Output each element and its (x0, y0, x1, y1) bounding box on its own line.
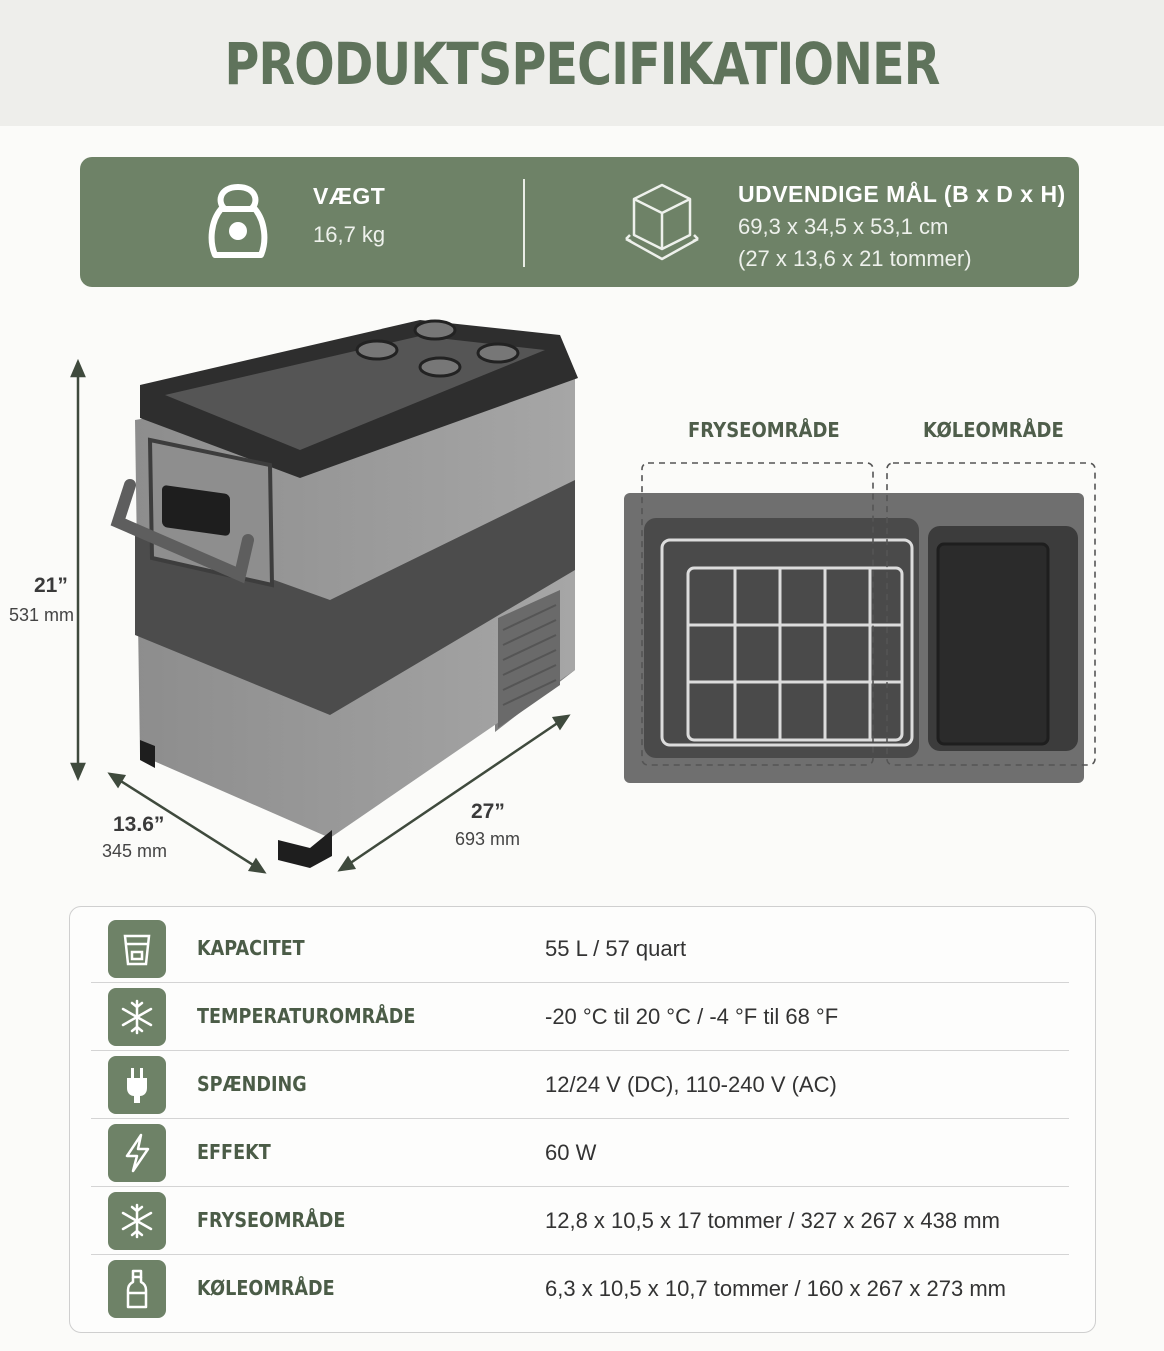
spec-value: -20 °C til 20 °C / -4 °F til 68 °F (545, 1004, 839, 1029)
weight-label: VÆGT (313, 183, 386, 209)
width-mm: 693 mm (455, 829, 521, 849)
spec-label: EFFEKT (197, 1140, 271, 1164)
page-title: PRODUKTSPECIFIKATIONER (224, 30, 940, 98)
table-row: SPÆNDING 12/24 V (DC), 110-240 V (AC) (91, 1051, 1069, 1119)
fridge-zone-label: KØLEOMRÅDE (923, 418, 1064, 442)
spec-bar-divider (523, 179, 525, 267)
weight-value: 16,7 kg (313, 222, 386, 247)
spec-label: KAPACITET (197, 936, 305, 960)
spec-value: 12,8 x 10,5 x 17 tommer / 327 x 267 x 43… (545, 1208, 1000, 1233)
table-row: EFFEKT 60 W (91, 1119, 1069, 1187)
table-row: KAPACITET 55 L / 57 quart (91, 915, 1069, 983)
cube-icon (625, 183, 699, 261)
kettlebell-icon (208, 183, 268, 258)
spec-label: TEMPERATUROMRÅDE (197, 1004, 416, 1028)
snowflake-icon (108, 988, 166, 1046)
snowflake-icon (108, 1192, 166, 1250)
freezer-zone-label: FRYSEOMRÅDE (688, 418, 840, 442)
table-row: FRYSEOMRÅDE 12,8 x 10,5 x 17 tommer / 32… (91, 1187, 1069, 1255)
row-divider (91, 982, 1069, 983)
plug-icon (108, 1056, 166, 1114)
depth-inches: 13.6” (113, 813, 165, 836)
width-inches: 27” (471, 800, 505, 823)
cooler-illustration (70, 319, 578, 874)
interior-top-view (624, 462, 1096, 783)
lightning-icon (108, 1124, 166, 1182)
table-row: KØLEOMRÅDE 6,3 x 10,5 x 10,7 tommer / 16… (91, 1255, 1069, 1323)
spec-value: 55 L / 57 quart (545, 936, 687, 961)
measuring-cup-icon (108, 920, 166, 978)
dims-label: UDVENDIGE MÅL (B x D x H) (738, 181, 1066, 207)
dims-metric: 69,3 x 34,5 x 53,1 cm (738, 214, 949, 239)
spec-value: 6,3 x 10,5 x 10,7 tommer / 160 x 267 x 2… (545, 1276, 1007, 1301)
row-divider (91, 1118, 1069, 1119)
spec-label: KØLEOMRÅDE (197, 1276, 335, 1300)
row-divider (91, 1254, 1069, 1255)
dims-imperial: (27 x 13,6 x 21 tommer) (738, 246, 972, 271)
spec-label: SPÆNDING (197, 1072, 307, 1096)
row-divider (91, 1050, 1069, 1051)
title-band (0, 0, 1164, 126)
bottle-icon (108, 1260, 166, 1318)
depth-mm: 345 mm (102, 841, 168, 861)
spec-value: 60 W (545, 1140, 597, 1165)
row-divider (91, 1186, 1069, 1187)
height-mm: 531 mm (9, 605, 75, 625)
spec-value: 12/24 V (DC), 110-240 V (AC) (545, 1072, 837, 1097)
height-inches: 21” (34, 574, 68, 597)
spec-table: KAPACITET 55 L / 57 quart TEMPERATUROMRÅ… (69, 906, 1096, 1333)
spec-label: FRYSEOMRÅDE (197, 1208, 346, 1232)
spec-bar: VÆGT 16,7 kg UDVENDIGE MÅL (B x D x H) 6… (80, 157, 1079, 287)
table-row: TEMPERATUROMRÅDE -20 °C til 20 °C / -4 °… (91, 983, 1069, 1051)
